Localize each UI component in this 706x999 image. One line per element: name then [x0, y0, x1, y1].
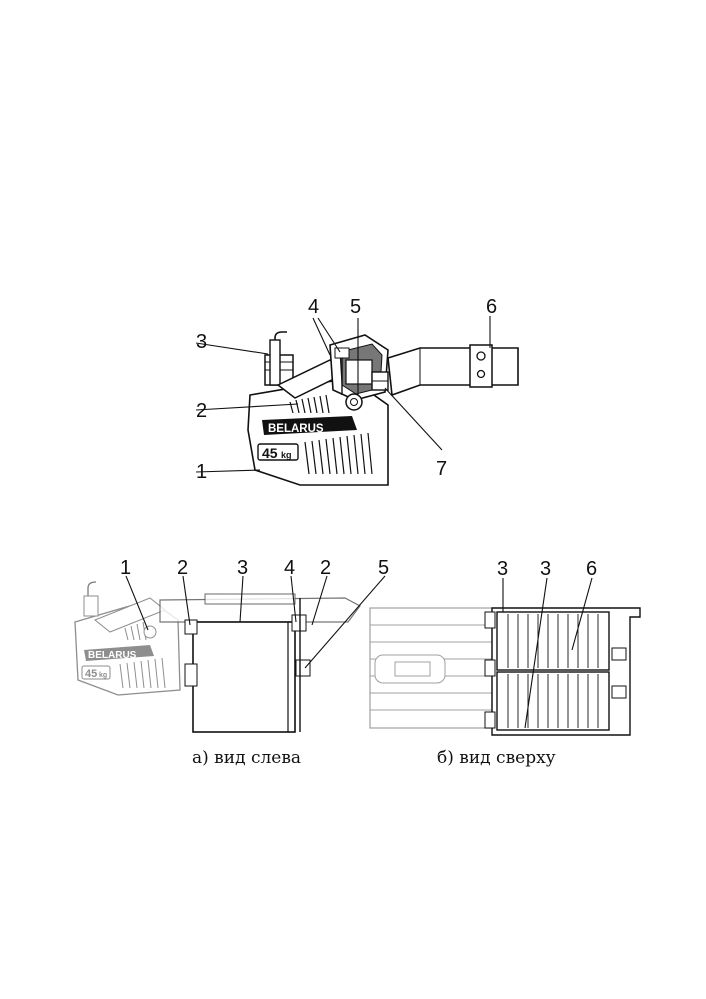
- weight-badge: 45 kg: [257, 443, 299, 461]
- faded-weight-number: 45: [85, 668, 97, 680]
- callout-fig1-1: 1: [196, 461, 207, 483]
- callout-fig1-2: 2: [196, 400, 207, 422]
- callout-fig1-3: 3: [196, 331, 207, 353]
- callout-fig2a-2b: 2: [320, 557, 331, 579]
- callout-fig2a-3: 3: [237, 557, 248, 579]
- weight-number: 45: [262, 445, 278, 461]
- brand-label: BELARUS: [268, 423, 324, 435]
- callout-fig2a-4: 4: [284, 557, 295, 579]
- faded-front-frame: [369, 607, 493, 729]
- figure-left-view: BELARUS 45 kg: [74, 557, 389, 768]
- figure-weight-assembly: BELARUS 45 kg: [195, 296, 519, 486]
- callout-fig2a-2: 2: [177, 557, 188, 579]
- caption-left-view: а) вид слева: [192, 748, 301, 768]
- hitch-bracket: [264, 331, 519, 411]
- callout-fig1-4: 4: [308, 296, 319, 318]
- fig2b-leaders: [502, 577, 593, 729]
- fig2a-leaders: [125, 575, 386, 669]
- callout-fig2a-5: 5: [378, 557, 389, 579]
- brand-badge: BELARUS: [262, 416, 357, 435]
- fig1-leaders: [195, 316, 491, 473]
- faded-brand-label: BELARUS: [88, 650, 137, 661]
- callout-fig1-7: 7: [436, 458, 447, 480]
- callout-fig2b-6: 6: [586, 558, 597, 580]
- callout-fig2a-1: 1: [120, 557, 131, 579]
- container-box: [184, 598, 311, 733]
- faded-weight-unit: kg: [99, 672, 107, 679]
- faded-ballast-weight: BELARUS 45 kg: [74, 581, 181, 696]
- callout-fig1-6: 6: [486, 296, 497, 318]
- callout-fig2b-3b: 3: [540, 558, 551, 580]
- weight-unit: kg: [281, 450, 292, 460]
- callout-fig2b-3: 3: [497, 558, 508, 580]
- figure-top-view: 3 3 6 б) вид сверху: [369, 558, 641, 768]
- caption-top-view: б) вид сверху: [437, 748, 556, 768]
- container-plates: [484, 611, 627, 731]
- callout-fig1-5: 5: [350, 296, 361, 318]
